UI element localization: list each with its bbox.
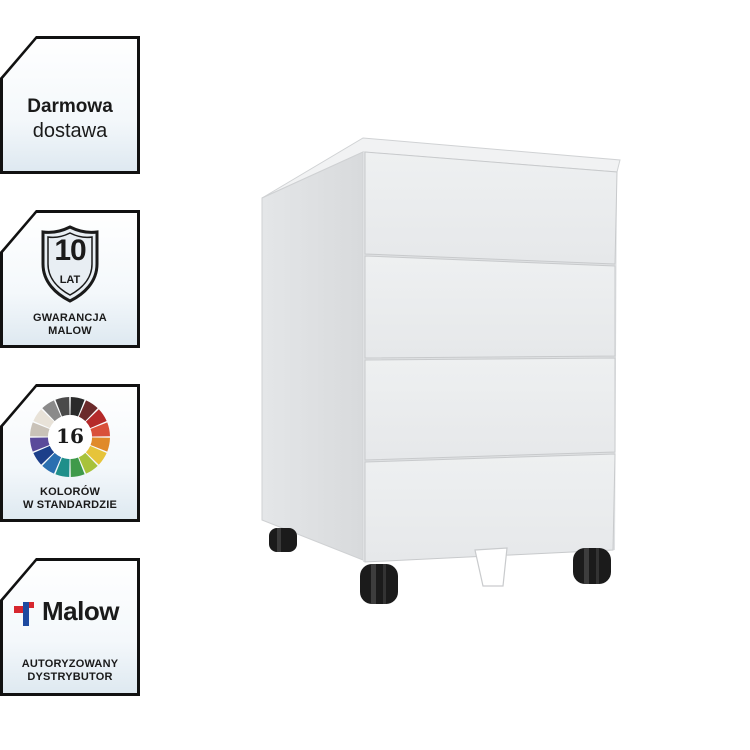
color-wheel-segment — [42, 452, 62, 474]
free-delivery-badge: Darmowa dostawa — [0, 36, 140, 174]
color-wheel-segment — [90, 437, 110, 452]
caster-wheels — [269, 528, 611, 604]
warranty-badge: 10 LAT GWARANCJA MALOW — [0, 210, 140, 348]
warranty-unit: LAT — [59, 274, 81, 286]
color-wheel-segment — [30, 422, 50, 437]
distributor-line2: DYSTRYBUTOR — [27, 671, 113, 683]
color-wheel-segment — [90, 422, 110, 437]
color-wheel-segment — [55, 457, 70, 477]
color-wheel-segment — [33, 445, 55, 465]
shield-icon — [41, 225, 99, 303]
distributor-badge: Malow AUTORYZOWANY DYSTRYBUTOR — [0, 558, 140, 696]
color-wheel-segment — [78, 400, 98, 422]
color-wheel-segment — [42, 400, 62, 422]
warranty-line1: GWARANCJA — [33, 312, 107, 324]
color-wheel-segment — [33, 409, 55, 429]
colors-line2: W STANDARDZIE — [22, 499, 118, 511]
brand-name: Malow — [42, 596, 119, 626]
malow-logo-icon — [14, 602, 34, 626]
distributor-line1: AUTORYZOWANY — [21, 658, 119, 670]
drawer-fronts — [364, 151, 618, 563]
color-wheel-segment — [70, 457, 85, 477]
color-wheel-segment — [85, 445, 107, 465]
color-wheel-segment — [55, 397, 70, 417]
color-wheel-segment — [78, 452, 98, 474]
colors-line1: KOLORÓW — [39, 486, 101, 498]
warranty-line2: MALOW — [48, 325, 92, 337]
color-wheel-icon — [30, 397, 110, 477]
color-wheel-segment — [30, 437, 50, 452]
drawer-pedestal-image — [261, 137, 621, 604]
color-wheel-segment — [70, 397, 85, 417]
colors-count: 16 — [56, 424, 84, 448]
colors-badge: 16 KOLORÓW W STANDARDZIE — [0, 384, 140, 522]
warranty-years: 10 — [54, 234, 86, 267]
delivery-title: Darmowa — [27, 96, 113, 117]
delivery-subtitle: dostawa — [32, 120, 108, 142]
color-wheel-segment — [85, 409, 107, 429]
